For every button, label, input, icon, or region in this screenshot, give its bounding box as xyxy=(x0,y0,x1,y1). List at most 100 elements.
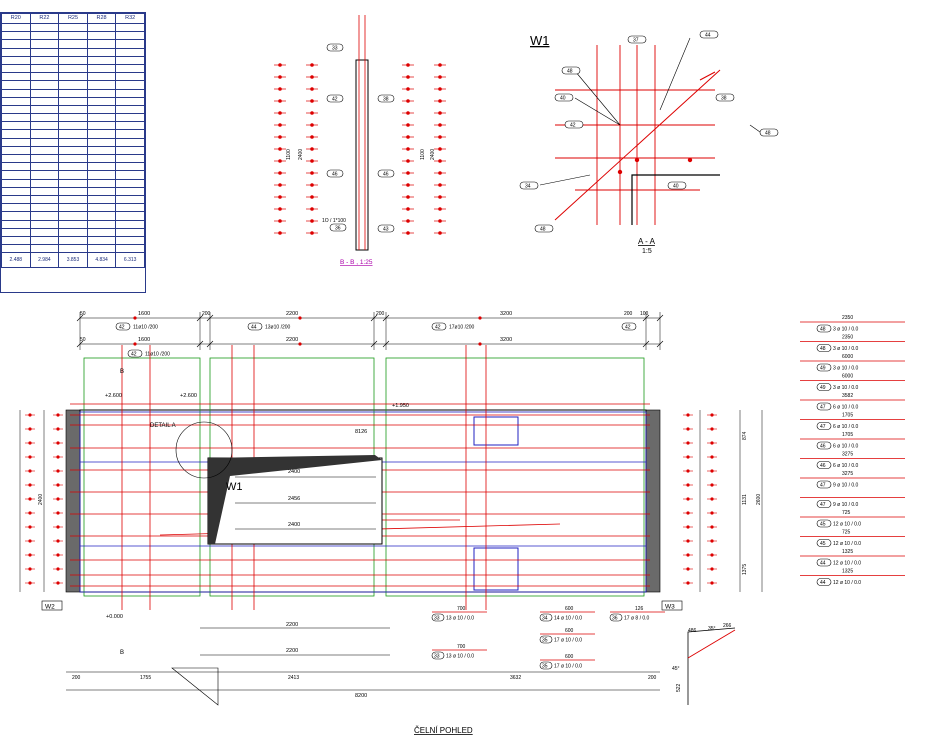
bb-tag-36: 36 xyxy=(329,223,347,232)
front-view-title: ČELNÍ POHLED xyxy=(414,726,473,735)
svg-text:42: 42 xyxy=(332,97,338,103)
left-column xyxy=(65,409,81,593)
schedule-length: 725 xyxy=(842,510,851,516)
svg-text:48: 48 xyxy=(567,69,573,75)
anchor-detail: 486 266 35° 45° 522 xyxy=(672,623,736,705)
schedule-tag: 48 xyxy=(820,327,826,333)
schedule-length: 600 xyxy=(565,628,574,634)
svg-text:42: 42 xyxy=(131,352,137,358)
schedule-length: 1325 xyxy=(842,569,853,575)
w1-tag-48c: 48 xyxy=(759,128,779,137)
schedule-tag: 33 xyxy=(434,616,440,622)
bar-summary-table: R20 R22 R25 R28 R32 2.488 2.984 3.853 4.… xyxy=(0,12,146,293)
top-dim-200c: 200 xyxy=(624,311,633,317)
schedule-tag: 46 xyxy=(820,463,826,469)
svg-text:44: 44 xyxy=(705,33,711,39)
w1-tag-40b: 40 xyxy=(667,181,687,190)
svg-text:38: 38 xyxy=(721,96,727,102)
svg-text:42: 42 xyxy=(625,325,631,331)
schedule-tag: 47 xyxy=(820,405,826,411)
bb-note: 1O / 1*100 xyxy=(322,218,346,224)
top-dimension-ticks xyxy=(76,312,664,350)
schedule-text: 9 ø 10 / 0.0 xyxy=(833,502,859,508)
top-bar-text-2: 13ø10 /200 xyxy=(265,325,291,331)
top2-dim-1600: 1600 xyxy=(138,337,150,343)
w1-tag-48: 48 xyxy=(561,66,581,75)
bottom-row-2200a: 2200 xyxy=(286,622,298,628)
schedule-text: 12 ø 10 / 0.0 xyxy=(833,561,861,567)
w1-tag-48b: 48 xyxy=(534,224,554,233)
right-dim-2600: 2600 xyxy=(756,494,762,505)
bottom-dim-3632: 3632 xyxy=(510,675,521,681)
schedule-length: 6000 xyxy=(842,374,853,380)
anchor-triangle xyxy=(171,667,219,706)
top2-dim-2200: 2200 xyxy=(286,337,298,343)
b-marker-bottom: B xyxy=(120,650,124,656)
schedule-text: 6 ø 10 / 0.0 xyxy=(833,405,859,411)
inner-dim-8126: 8126 xyxy=(355,429,367,435)
level-4: +0.000 xyxy=(106,614,123,620)
table-totals-row: 2.488 2.984 3.853 4.834 6.313 xyxy=(1,252,145,269)
svg-text:46: 46 xyxy=(332,172,338,178)
schedule-row: 1325 44 12 ø 10 / 0.0 xyxy=(800,569,905,586)
aa-section-title: A - A xyxy=(638,237,656,246)
detail-a-circle xyxy=(175,421,233,479)
svg-text:48: 48 xyxy=(765,131,771,137)
section-bb: 1100 2400 1100 2400 1O / 1*100 B - B , 1… xyxy=(274,15,446,266)
schedule-tag: 45 xyxy=(820,541,826,547)
detail-a-label: DETAIL A xyxy=(150,423,176,429)
schedule-tag: 44 xyxy=(820,580,826,586)
bb-tag-33: 33 xyxy=(326,43,344,52)
top2-dim-50: 50 xyxy=(80,337,86,343)
w1-tag-44: 44 xyxy=(699,30,719,39)
bb-tag-43: 43 xyxy=(377,224,395,233)
schedule-text: 6 ø 10 / 0.0 xyxy=(833,463,859,469)
schedule-tag: 36 xyxy=(612,616,618,622)
section-bb-wall xyxy=(355,59,369,251)
schedule-row: 2350 48 3 ø 10 / 0.0 xyxy=(800,315,905,333)
schedule-length: 3275 xyxy=(842,452,853,458)
top2-tag-42: 42 xyxy=(127,349,143,358)
anchor-dim-45: 45° xyxy=(672,666,680,672)
top-tag-42c: 42 xyxy=(621,322,637,331)
schedule-tag: 35 xyxy=(542,664,548,670)
bb-tag-46: 46 xyxy=(326,169,344,178)
table-row xyxy=(1,104,145,115)
schedule-text: 3 ø 10 / 0.0 xyxy=(833,346,859,352)
anchor-dim-486: 486 xyxy=(688,628,697,634)
schedule-text: 6 ø 10 / 0.0 xyxy=(833,444,859,450)
schedule-text: 9 ø 10 / 0.0 xyxy=(833,483,859,489)
svg-text:43: 43 xyxy=(383,227,389,233)
total-r32: 6.313 xyxy=(115,252,145,269)
top-dim-50: 50 xyxy=(80,311,86,317)
front-view: 1600 2200 3200 50 1600 2200 3200 50 200 … xyxy=(19,311,763,735)
schedule-tag: 34 xyxy=(542,616,548,622)
schedule-length: 2350 xyxy=(842,315,853,321)
svg-text:46: 46 xyxy=(383,172,389,178)
schedule-tag: 44 xyxy=(820,561,826,567)
schedule-length: 600 xyxy=(565,654,574,660)
schedule-tag: 49 xyxy=(820,366,826,372)
anchor-dim-266: 266 xyxy=(723,623,732,629)
schedule-text: 12 ø 10 / 0.0 xyxy=(833,580,861,586)
level-2: +2.600 xyxy=(180,393,197,399)
bb-tag-42: 42 xyxy=(326,94,344,103)
svg-text:38: 38 xyxy=(383,97,389,103)
svg-text:48: 48 xyxy=(540,227,546,233)
schedule-length: 700 xyxy=(457,644,466,650)
schedule-tag: 45 xyxy=(820,522,826,528)
w1-title: W1 xyxy=(530,33,550,48)
schedule-text: 3 ø 10 / 0.0 xyxy=(833,327,859,333)
schedule-length: 700 xyxy=(457,606,466,612)
